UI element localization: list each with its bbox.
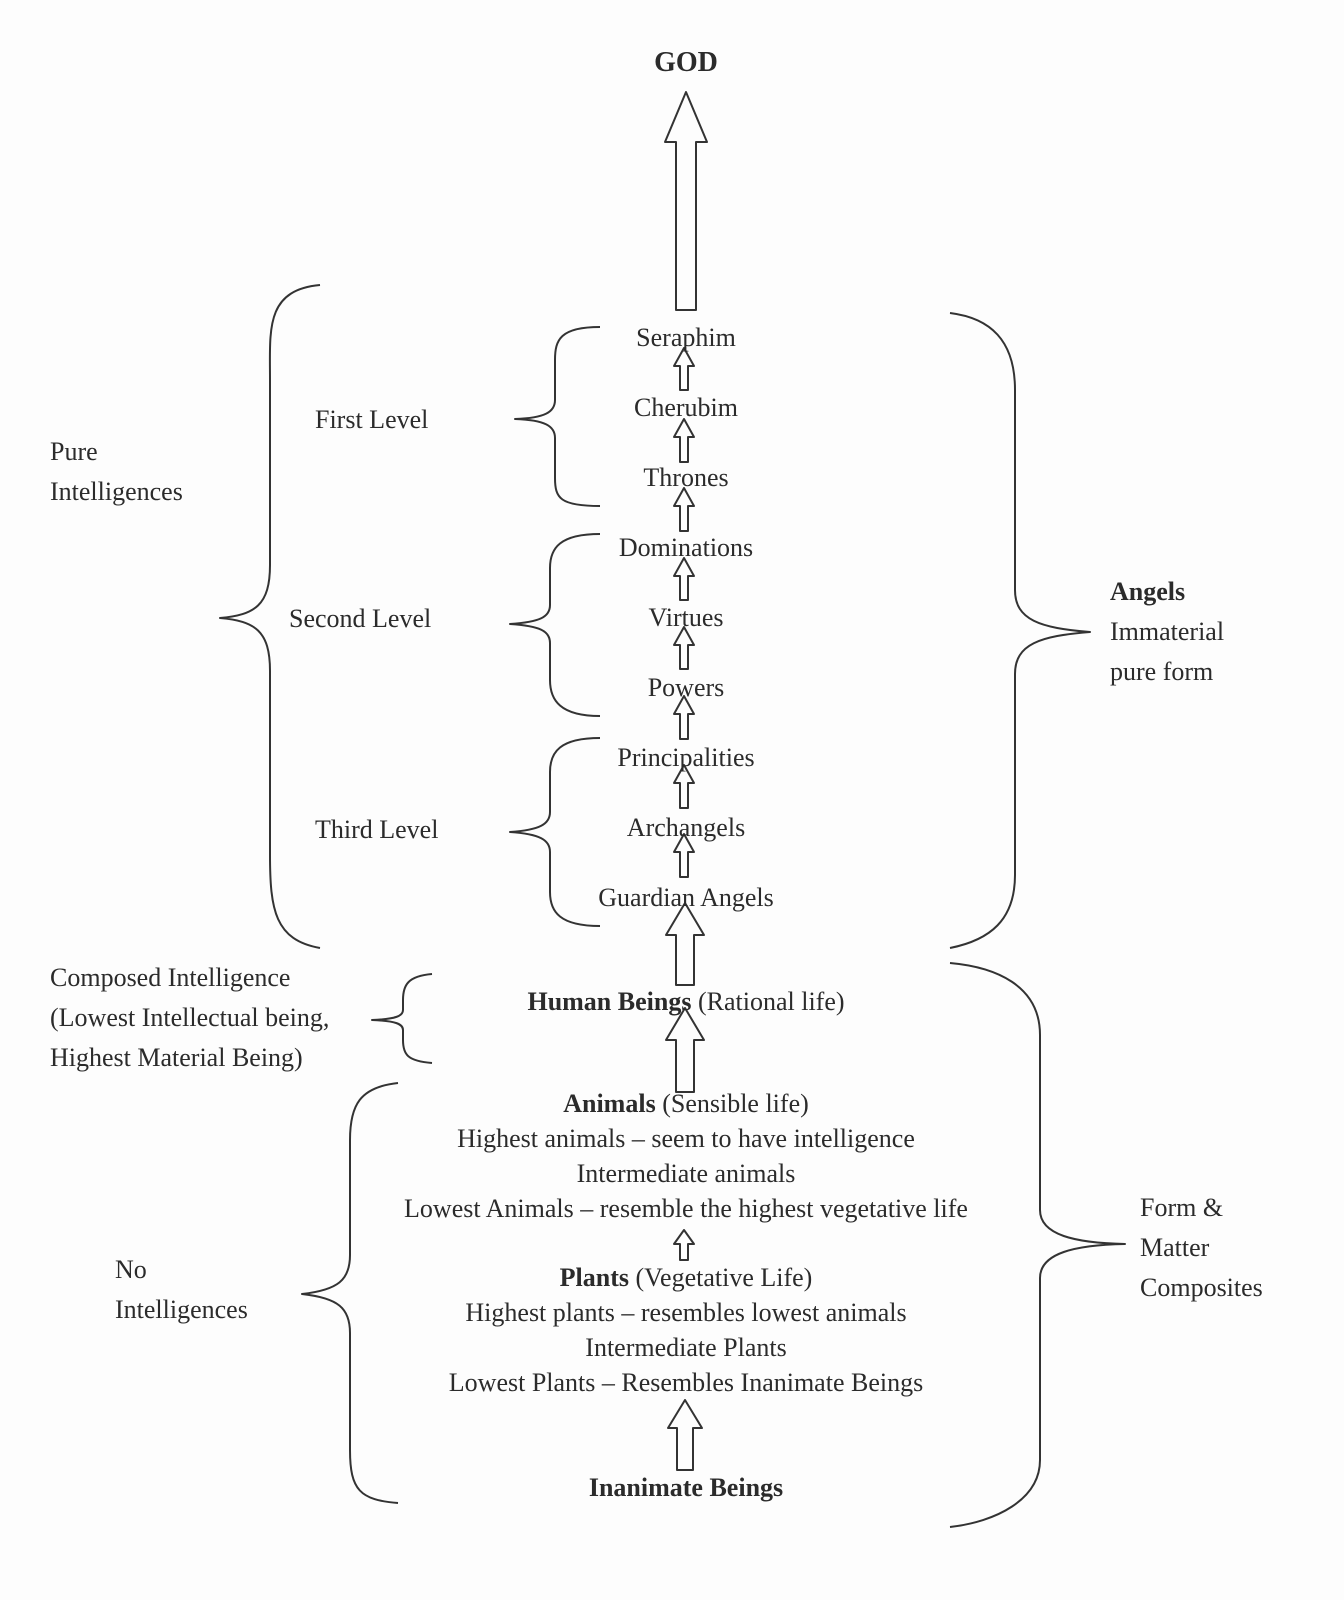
human-beings-life: (Rational life) (697, 987, 845, 1016)
inanimate-beings: Inanimate Beings (588, 1473, 784, 1502)
plants-level-lowest: Lowest Plants – Resembles Inanimate Bein… (448, 1368, 924, 1397)
brace-first-level (514, 326, 601, 507)
arrow-seraphim-cherubim (673, 347, 695, 391)
human-beings-line: Human Beings (Rational life) (527, 982, 844, 1021)
order-principalities: Principalities (617, 743, 755, 772)
composites-line2: Matter (1140, 1233, 1210, 1262)
arrow-cherubim-thrones (673, 418, 695, 463)
pure-form-label: pure form (1110, 657, 1214, 686)
composites-line3: Composites (1140, 1273, 1263, 1302)
arrow-archangels-guardian (673, 833, 695, 878)
animals-level-intermediate: Intermediate animals (576, 1159, 796, 1188)
arrow-powers-principalities (673, 695, 695, 740)
order-guardian-angels: Guardian Angels (598, 883, 774, 912)
god-label: GOD (654, 47, 718, 78)
no-intelligences-line2: Intelligences (115, 1295, 248, 1324)
no-intelligences-line1: No (115, 1255, 147, 1284)
plants-level-intermediate: Intermediate Plants (585, 1333, 787, 1362)
arrow-principalities-archangels (673, 764, 695, 809)
second-level-label: Second Level (289, 604, 432, 633)
arrow-inanimate-plants (667, 1399, 703, 1471)
arrow-plants-animals (673, 1229, 695, 1261)
plants-line: Plants (Vegetative Life) (560, 1258, 813, 1297)
first-level-label: First Level (315, 405, 429, 434)
arrow-animals-human (665, 1007, 705, 1093)
composed-intelligence-line3: Highest Material Being) (50, 1043, 303, 1072)
pure-intelligences-label-line2: Intelligences (50, 477, 183, 506)
animals-line: Animals (Sensible life) (563, 1084, 809, 1123)
order-virtues: Virtues (648, 603, 724, 632)
order-thrones: Thrones (643, 463, 729, 492)
plants-life: (Vegetative Life) (635, 1263, 813, 1292)
human-beings-name: Human Beings (527, 987, 692, 1016)
brace-third-level (509, 737, 601, 927)
composed-intelligence-line1: Composed Intelligence (50, 963, 291, 992)
composites-line1: Form & (1140, 1193, 1224, 1222)
plants-level-highest: Highest plants – resembles lowest animal… (465, 1298, 907, 1327)
arrow-dominations-virtues (673, 557, 695, 601)
animals-level-highest: Highest animals – seem to have intellige… (457, 1124, 915, 1153)
composed-intelligence-line2: (Lowest Intellectual being, (50, 1003, 330, 1032)
order-powers: Powers (647, 673, 725, 702)
third-level-label: Third Level (315, 815, 439, 844)
animals-life: (Sensible life) (662, 1089, 809, 1118)
arrow-to-god (664, 91, 708, 311)
order-archangels: Archangels (626, 813, 746, 842)
pure-intelligences-label-line1: Pure (50, 437, 98, 466)
order-seraphim: Seraphim (636, 323, 736, 352)
brace-second-level (509, 533, 601, 717)
animals-name: Animals (563, 1089, 656, 1118)
animals-level-lowest: Lowest Animals – resemble the highest ve… (404, 1194, 968, 1223)
angels-label: Angels (1110, 577, 1186, 606)
immaterial-label: Immaterial (1110, 617, 1225, 646)
brace-pure-intelligences (219, 284, 321, 949)
order-cherubim: Cherubim (634, 393, 738, 422)
arrow-virtues-powers (673, 626, 695, 670)
brace-no-intelligences (301, 1082, 399, 1504)
arrow-human-guardian (665, 902, 705, 986)
arrow-thrones-dominations (673, 487, 695, 532)
plants-name: Plants (559, 1263, 629, 1292)
brace-angels (949, 312, 1091, 949)
order-dominations: Dominations (618, 533, 754, 562)
brace-composed-intelligence (371, 973, 433, 1064)
brace-composites (949, 962, 1126, 1528)
